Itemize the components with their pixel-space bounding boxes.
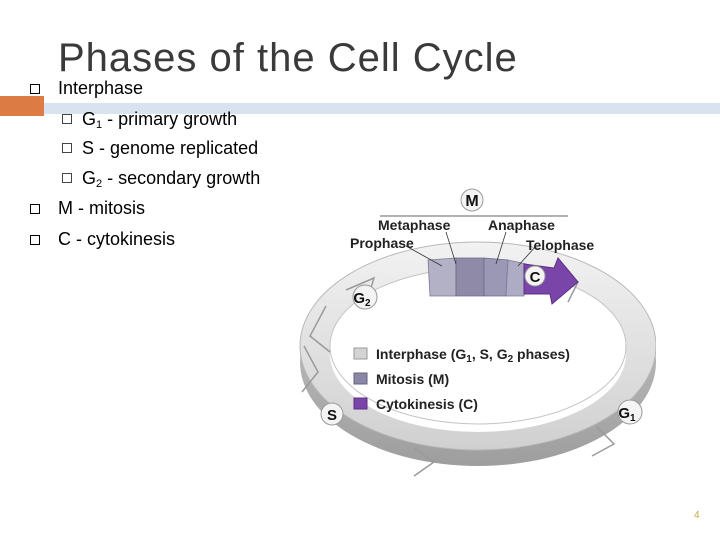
prophase-label: Prophase bbox=[350, 235, 414, 251]
legend-mitosis: Mitosis (M) bbox=[376, 371, 449, 387]
legend-interphase: Interphase (G1, S, G2 phases) bbox=[376, 346, 570, 365]
s-label: S bbox=[327, 407, 337, 424]
page-number: 4 bbox=[694, 510, 700, 521]
cell-cycle-diagram: M C G2 S G1 Metaphase Anaphase Prophase … bbox=[299, 188, 656, 477]
cycle-ring bbox=[299, 241, 656, 466]
telophase-label: Telophase bbox=[526, 237, 594, 253]
title-rule bbox=[44, 103, 720, 114]
phase-pointer-lines bbox=[380, 215, 568, 267]
g2-marker: G2 bbox=[352, 284, 378, 310]
sub-bullet-box-icon bbox=[62, 143, 72, 153]
sub-bullet-box-icon bbox=[62, 173, 72, 183]
legend-swatch-interphase bbox=[353, 347, 368, 360]
s-marker: S bbox=[320, 402, 344, 426]
bullet-g1: G1 - primary growth bbox=[82, 109, 238, 131]
g2-label: G2 bbox=[353, 290, 371, 309]
bullet-interphase: Interphase bbox=[58, 78, 144, 98]
bullet-m: M - mitosis bbox=[58, 198, 145, 218]
accent-bar bbox=[0, 96, 44, 116]
m-label: M bbox=[465, 193, 478, 210]
bullet-s: S - genome replicated bbox=[82, 138, 259, 158]
bullet-c: C - cytokinesis bbox=[58, 229, 176, 249]
c-marker: C bbox=[524, 265, 546, 287]
bullet-box-icon bbox=[30, 235, 40, 245]
bullet-box-icon bbox=[30, 204, 40, 214]
legend-swatch-cytokinesis bbox=[353, 397, 368, 410]
c-label: C bbox=[530, 269, 541, 286]
anaphase-label: Anaphase bbox=[488, 217, 555, 233]
bullet-box-icon bbox=[30, 84, 40, 94]
metaphase-label: Metaphase bbox=[378, 217, 451, 233]
g1-label: G1 bbox=[618, 405, 636, 424]
bullet-g2: G2 - secondary growth bbox=[82, 168, 261, 190]
g1-marker: G1 bbox=[617, 399, 643, 425]
legend: Interphase (G1, S, G2 phases) Mitosis (M… bbox=[353, 346, 570, 412]
legend-cytokinesis: Cytokinesis (C) bbox=[376, 396, 478, 412]
mitosis-segments bbox=[427, 257, 527, 297]
sub-bullet-box-icon bbox=[62, 114, 72, 124]
slide-title: Phases of the Cell Cycle bbox=[58, 36, 518, 80]
m-marker: M bbox=[460, 188, 484, 212]
legend-swatch-mitosis bbox=[353, 372, 368, 385]
